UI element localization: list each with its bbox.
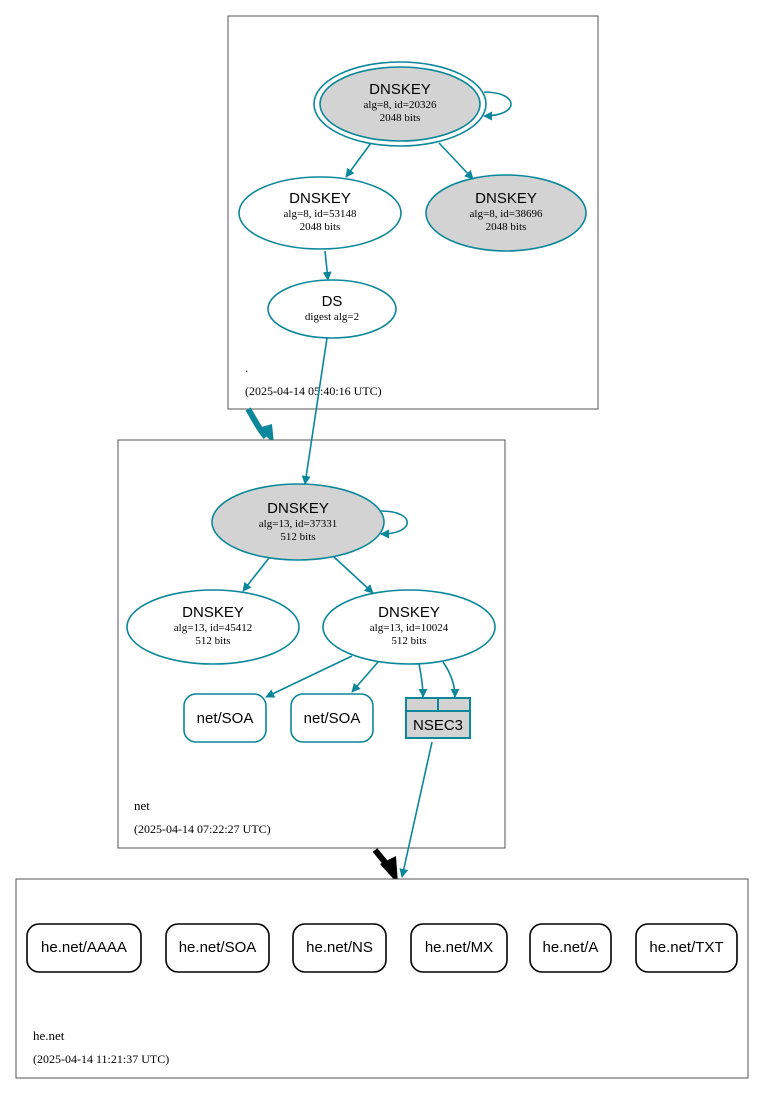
root-ds-node[interactable]: DS digest alg=2	[267, 279, 397, 339]
zone-net-name: net	[134, 798, 150, 813]
net-zsk-b-dnskey-node[interactable]: DNSKEY alg=13, id=10024 512 bits	[322, 589, 496, 665]
edge-nsec3-to-henet	[399, 741, 433, 878]
root-ds-digest: digest alg=2	[305, 311, 359, 323]
root-standby-bits: 2048 bits	[486, 221, 527, 233]
edge-net-zsk-b-to-nsec3-a	[418, 663, 428, 698]
henet-record-node[interactable]: he.net/A	[529, 923, 612, 973]
henet-record-node[interactable]: he.net/NS	[292, 923, 387, 973]
zone-root-timestamp: (2025-04-14 05:40:16 UTC)	[245, 384, 382, 398]
zone-root-name: .	[245, 360, 248, 375]
net-ksk-self-loop-edge	[380, 510, 409, 539]
net-zsk-a-bits: 512 bits	[195, 635, 230, 647]
net-zsk-a-alg: alg=13, id=45412	[174, 622, 252, 634]
zone-root: DNSKEY alg=8, id=20326 2048 bits DNSKEY …	[227, 15, 599, 410]
root-ksk-self-loop-edge	[483, 91, 512, 121]
net-soa-node-1[interactable]: net/SOA	[183, 693, 267, 743]
edge-net-zsk-b-to-soa-1	[265, 655, 353, 698]
zone-henet: he.net/AAAA he.net/SOA he.net/NS he.net/MX h…	[15, 878, 749, 1079]
henet-record-label: he.net/NS	[306, 939, 373, 956]
root-ksk-alg: alg=8, id=20326	[364, 99, 437, 111]
delegation-root-to-net	[245, 407, 269, 439]
henet-record-label: he.net/SOA	[179, 939, 257, 956]
edge-net-ksk-to-zsk-a	[242, 557, 270, 592]
root-zsk-bits: 2048 bits	[300, 221, 341, 233]
net-soa-1-label: net/SOA	[197, 710, 254, 727]
net-zsk-a-title: DNSKEY	[182, 604, 244, 621]
zone-henet-box	[15, 878, 749, 1079]
delegation-net-to-henet-head	[380, 856, 398, 884]
henet-records: he.net/AAAA he.net/SOA he.net/NS he.net/MX h…	[26, 923, 738, 973]
zone-henet-name: he.net	[33, 1028, 65, 1043]
root-zsk-title: DNSKEY	[289, 190, 351, 207]
net-soa-2-label: net/SOA	[304, 710, 361, 727]
root-zsk-dnskey-node[interactable]: DNSKEY alg=8, id=53148 2048 bits	[238, 176, 402, 250]
henet-record-label: he.net/AAAA	[41, 939, 127, 956]
zone-henet-timestamp: (2025-04-14 11:21:37 UTC)	[33, 1052, 169, 1066]
net-zsk-b-bits: 512 bits	[391, 635, 426, 647]
net-soa-node-2[interactable]: net/SOA	[290, 693, 374, 743]
henet-record-node[interactable]: he.net/TXT	[635, 923, 738, 973]
net-zsk-a-dnskey-node[interactable]: DNSKEY alg=13, id=45412 512 bits	[126, 589, 300, 665]
edge-root-ksk-to-zsk	[345, 142, 372, 178]
henet-record-node[interactable]: he.net/MX	[410, 923, 508, 973]
root-standby-title: DNSKEY	[475, 190, 537, 207]
net-nsec3-label: NSEC3	[413, 717, 463, 734]
net-ksk-title: DNSKEY	[267, 500, 329, 517]
edge-net-ksk-to-zsk-b	[333, 556, 374, 594]
henet-record-node[interactable]: he.net/SOA	[165, 923, 270, 973]
net-nsec3-node[interactable]: NSEC3	[405, 697, 471, 739]
edge-root-ds-to-net-ksk	[301, 337, 328, 485]
net-ksk-dnskey-node[interactable]: DNSKEY alg=13, id=37331 512 bits	[211, 483, 385, 561]
net-ksk-bits: 512 bits	[280, 531, 315, 543]
root-ksk-title: DNSKEY	[369, 81, 431, 98]
henet-record-node[interactable]: he.net/AAAA	[26, 923, 142, 973]
edge-root-zsk-to-ds	[322, 250, 332, 281]
zone-net: DNSKEY alg=13, id=37331 512 bits DNSKEY …	[117, 439, 506, 849]
delegation-root-to-net-head	[258, 424, 274, 444]
net-zsk-b-alg: alg=13, id=10024	[370, 622, 449, 634]
root-standby-dnskey-node[interactable]: DNSKEY alg=8, id=38696 2048 bits	[425, 174, 587, 252]
henet-record-label: he.net/MX	[425, 939, 493, 956]
root-ds-title: DS	[322, 293, 343, 310]
root-ksk-dnskey-node[interactable]: DNSKEY alg=8, id=20326 2048 bits	[313, 61, 487, 147]
root-ksk-bits: 2048 bits	[380, 112, 421, 124]
edge-net-zsk-b-to-soa-2	[351, 661, 379, 693]
henet-record-label: he.net/A	[543, 939, 599, 956]
henet-record-label: he.net/TXT	[649, 939, 723, 956]
edge-root-ksk-to-standby	[438, 142, 474, 180]
zone-net-timestamp: (2025-04-14 07:22:27 UTC)	[134, 822, 271, 836]
edge-net-zsk-b-to-nsec3-b	[442, 661, 460, 698]
net-ksk-alg: alg=13, id=37331	[259, 518, 337, 530]
root-standby-alg: alg=8, id=38696	[470, 208, 543, 220]
root-zsk-alg: alg=8, id=53148	[284, 208, 357, 220]
net-zsk-b-title: DNSKEY	[378, 604, 440, 621]
